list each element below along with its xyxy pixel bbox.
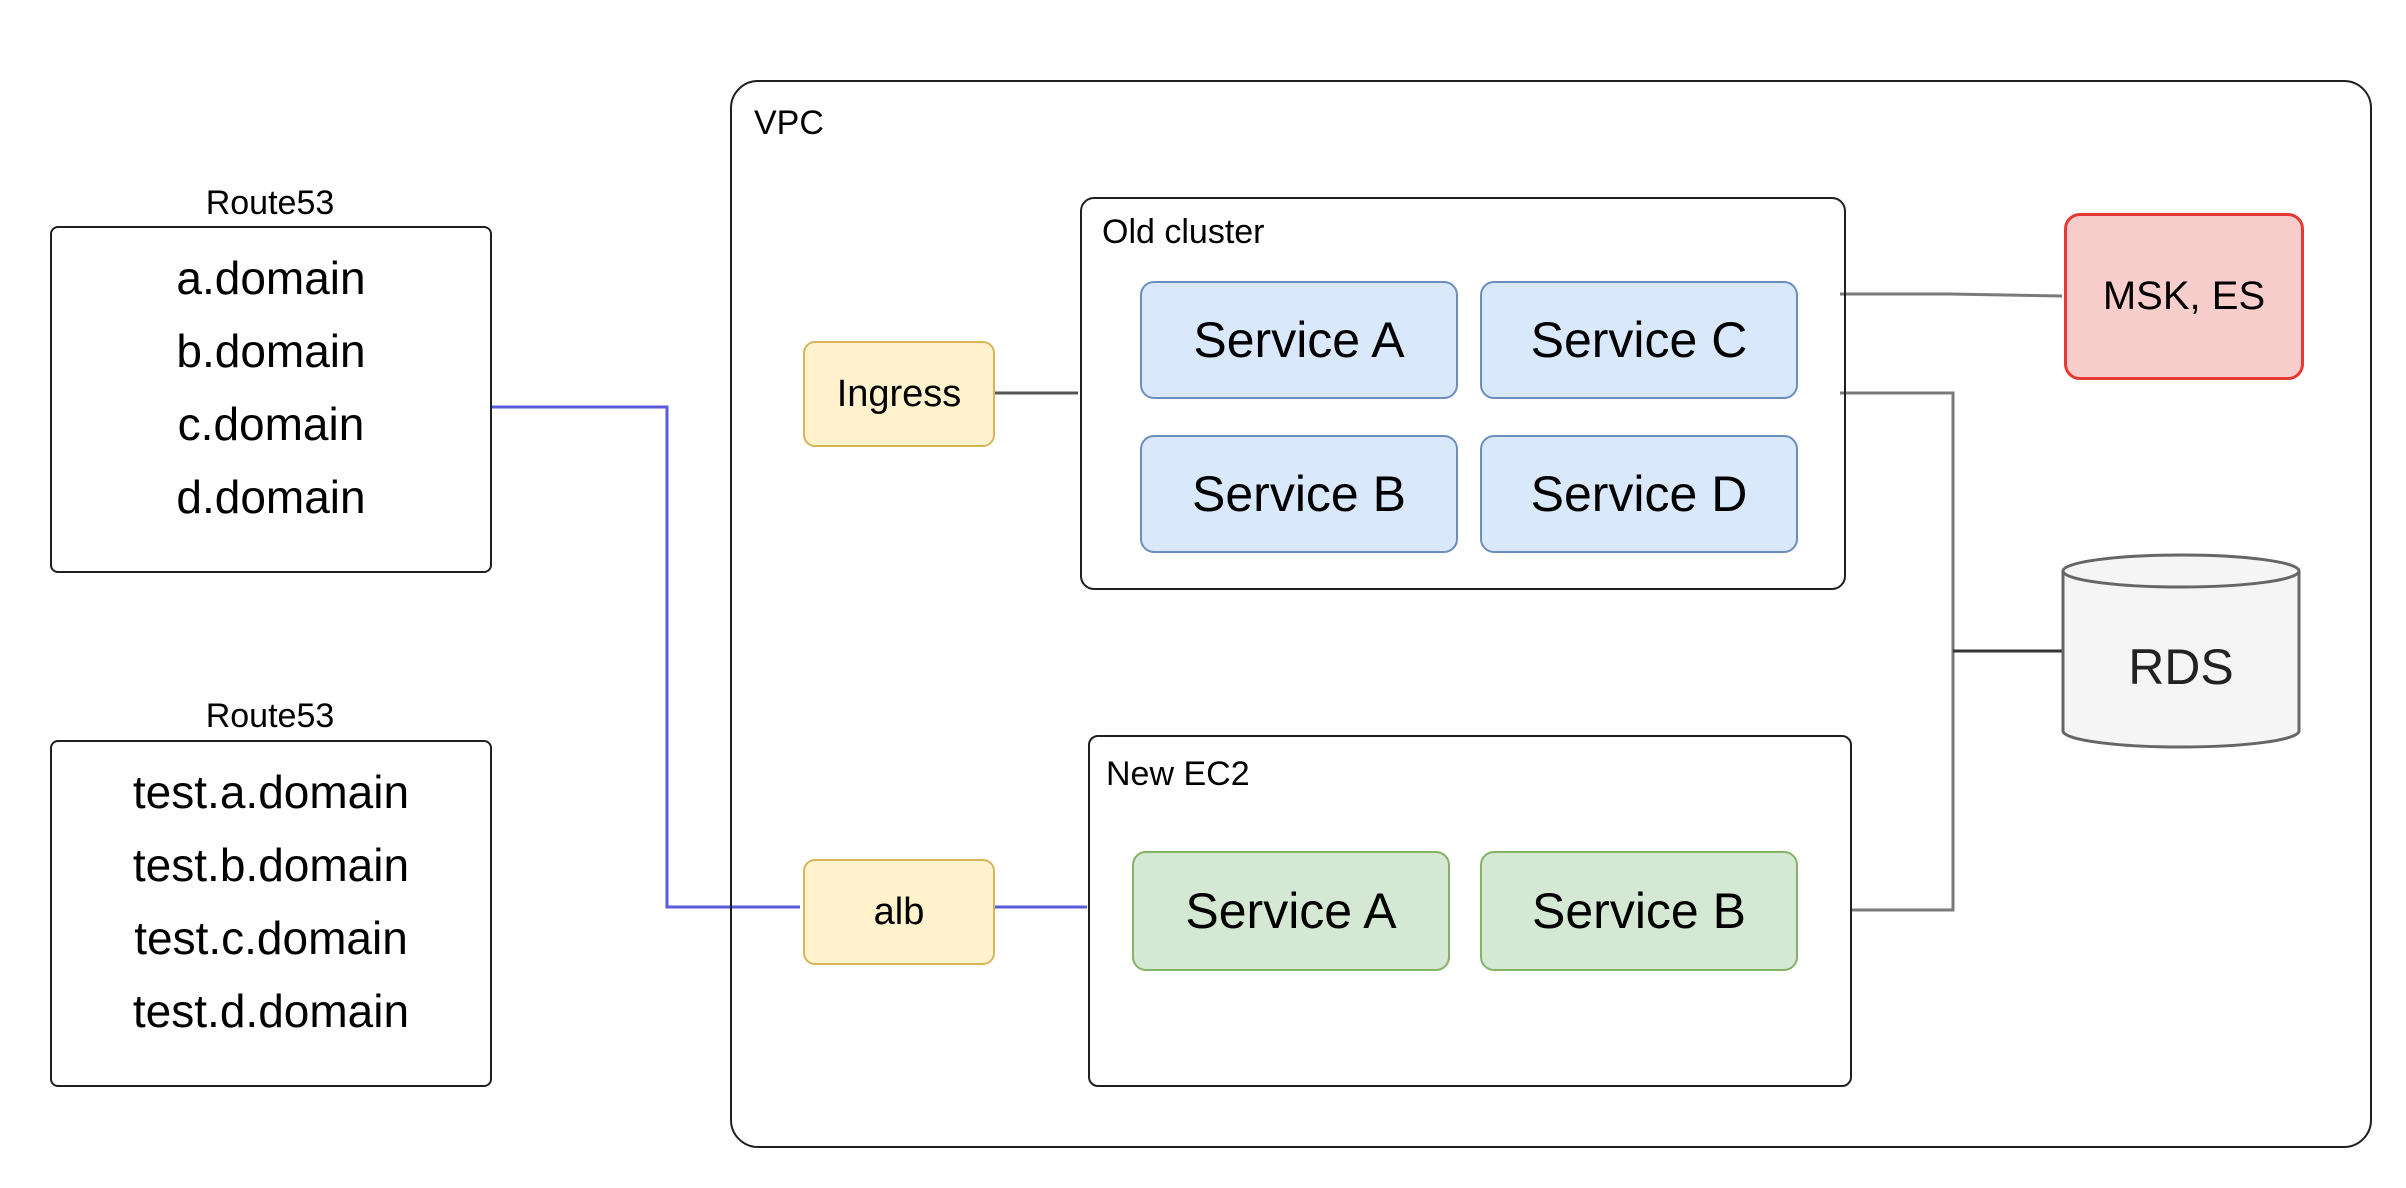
domain-item: b.domain [176, 325, 366, 377]
new-service-a-node: Service A [1132, 851, 1450, 971]
rds-label: RDS [2128, 639, 2234, 695]
route53-primary-title: Route53 [205, 184, 335, 222]
domain-item: test.a.domain [132, 766, 410, 818]
rds-database-icon [2061, 553, 2301, 749]
old-service-a-node: Service A [1140, 281, 1458, 399]
domain-item: test.b.domain [132, 839, 410, 891]
domain-item: test.c.domain [134, 912, 408, 964]
route53-test-title: Route53 [205, 697, 335, 735]
vpc-container: VPC [730, 80, 2372, 1148]
domain-item: d.domain [176, 471, 366, 523]
new-service-b-node: Service B [1480, 851, 1798, 971]
domain-list: a.domain b.domain c.domain d.domain [52, 242, 490, 534]
domain-item: c.domain [177, 398, 365, 450]
ingress-node: Ingress [803, 341, 995, 447]
route53-test-box: test.a.domain test.b.domain test.c.domai… [50, 740, 492, 1087]
new-ec2-container: New EC2 [1088, 735, 1852, 1087]
old-cluster-container: Old cluster [1080, 197, 1846, 590]
old-cluster-to-msk-connector [1840, 292, 2063, 298]
vpc-label: VPC [754, 104, 824, 142]
old-service-c-node: Service C [1480, 281, 1798, 399]
domain-item: test.d.domain [132, 985, 410, 1037]
domain-item: a.domain [176, 252, 366, 304]
route53-to-alb-connector [490, 405, 800, 909]
msk-es-node: MSK, ES [2064, 213, 2304, 380]
old-service-d-node: Service D [1480, 435, 1798, 553]
alb-node: alb [803, 859, 995, 965]
old-cluster-label: Old cluster [1102, 213, 1265, 251]
domain-list: test.a.domain test.b.domain test.c.domai… [52, 756, 490, 1048]
new-ec2-to-rds-connector [1850, 651, 1955, 912]
route53-primary-box: a.domain b.domain c.domain d.domain [50, 226, 492, 573]
old-cluster-to-rds-connector [1840, 391, 1955, 651]
old-service-b-node: Service B [1140, 435, 1458, 553]
new-ec2-label: New EC2 [1106, 755, 1250, 793]
